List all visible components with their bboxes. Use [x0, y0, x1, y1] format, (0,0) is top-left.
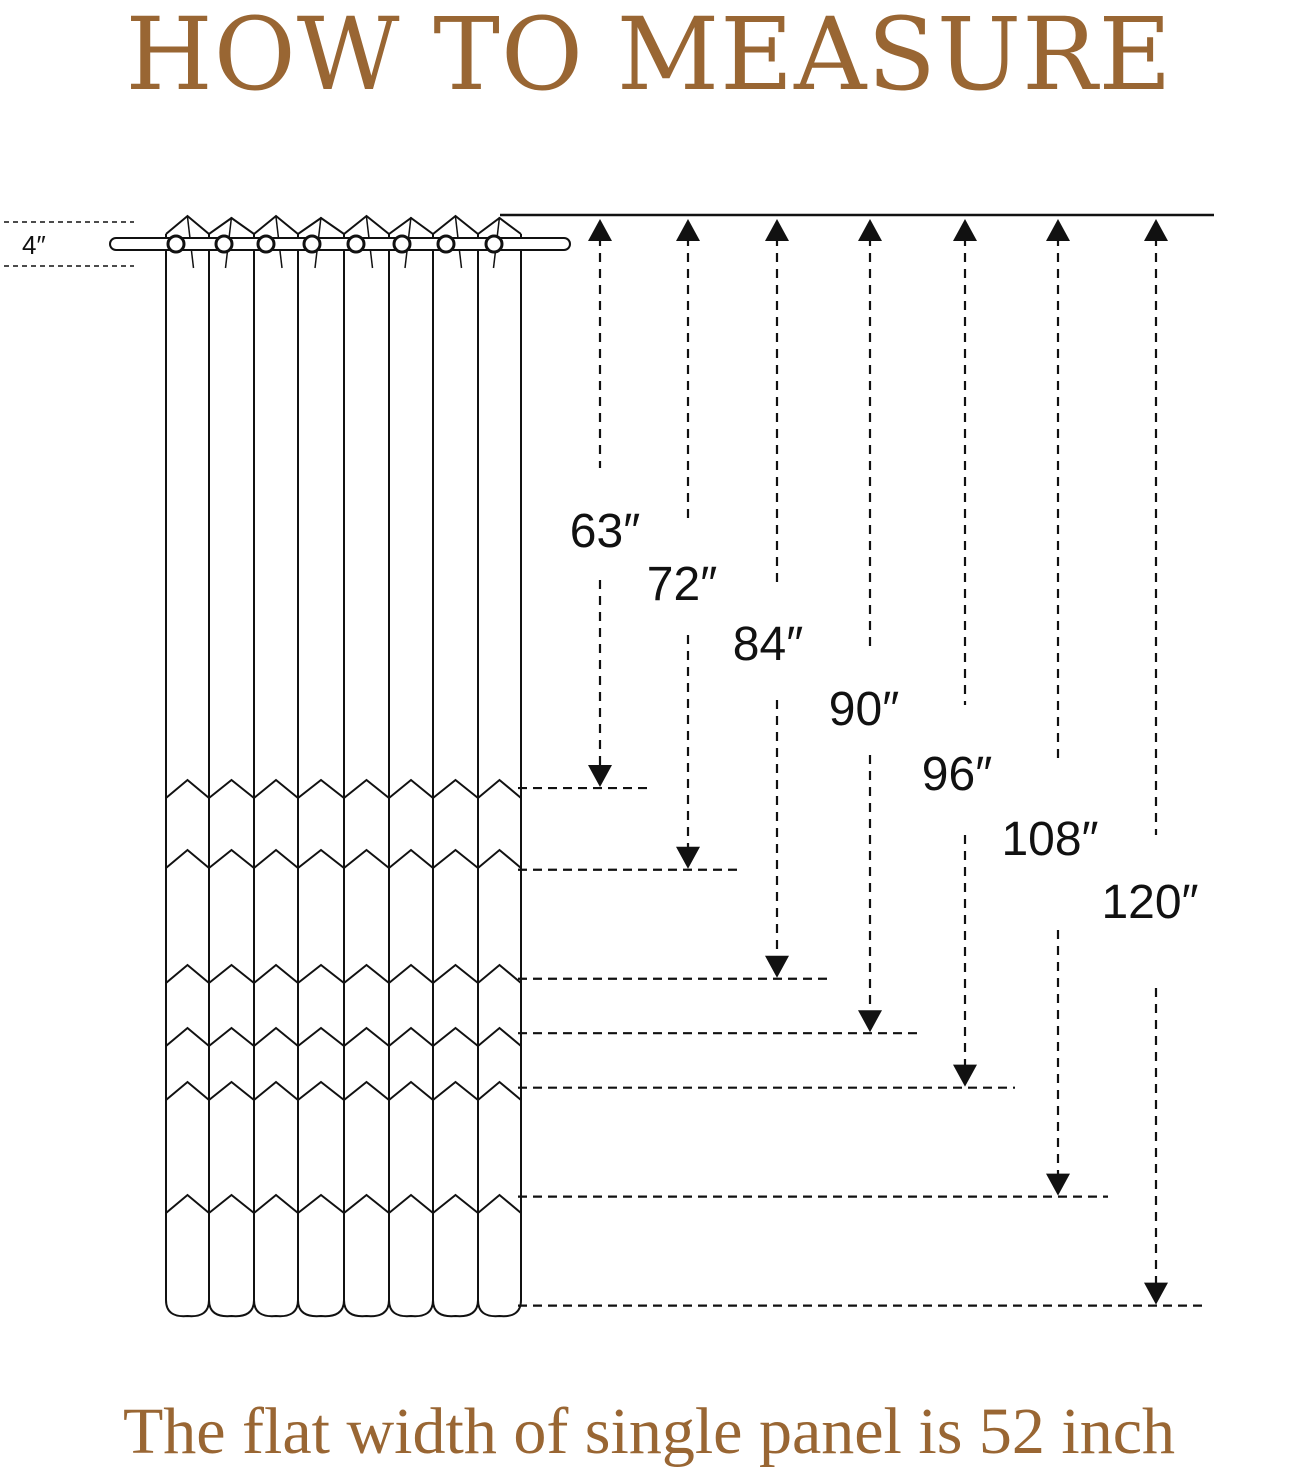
measure-72: 72″: [518, 219, 738, 871]
measure-96: 96″: [518, 219, 1015, 1089]
arrow-up-head: [588, 219, 612, 241]
arrow-down-head: [1046, 1173, 1070, 1196]
length-label: 90″: [829, 683, 899, 736]
arrow-up-head: [953, 219, 977, 241]
grommet: [214, 234, 234, 254]
arrow-down-head: [953, 1064, 977, 1087]
measure-90: 90″: [518, 219, 920, 1035]
arrow-down-head: [1144, 1282, 1168, 1305]
arrow-down-head: [858, 1010, 882, 1033]
hem-line: [165, 778, 522, 800]
arrow-down-head: [588, 765, 612, 788]
hem-line: [165, 1026, 522, 1048]
hem-line: [165, 1080, 522, 1102]
arrow-up-head: [1144, 219, 1168, 241]
hem-line: [165, 848, 522, 870]
length-label: 96″: [922, 748, 992, 801]
length-label: 120″: [1101, 876, 1198, 929]
header-allowance-label: 4″: [22, 230, 46, 260]
grommet: [436, 234, 456, 254]
curtain-panel: [109, 214, 571, 1318]
arrow-up-head: [676, 219, 700, 241]
panel-width-note: The flat width of single panel is 52 inc…: [122, 1395, 1176, 1468]
curtain-header-edge: [165, 214, 522, 236]
grommet: [346, 234, 366, 254]
grommet: [302, 234, 322, 254]
header-allowance-marker: 4″: [4, 221, 134, 267]
grommet: [392, 234, 412, 254]
arrow-up-head: [1046, 219, 1070, 241]
length-label: 108″: [1001, 813, 1098, 866]
curtain-bottom-edge: [165, 1299, 522, 1318]
page-title: HOW TO MEASURE: [125, 0, 1173, 113]
arrow-down-head: [676, 846, 700, 869]
grommet: [484, 234, 504, 254]
arrow-up-head: [765, 219, 789, 241]
measure-120: 120″: [518, 219, 1206, 1307]
length-label: 72″: [647, 558, 717, 611]
arrow-up-head: [858, 219, 882, 241]
grommet: [166, 234, 186, 254]
measure-63: 63″: [518, 219, 650, 790]
measure-84: 84″: [518, 219, 827, 980]
hem-line: [165, 1193, 522, 1215]
arrow-down-head: [765, 955, 789, 978]
hem-line: [165, 963, 522, 985]
length-label: 63″: [570, 505, 640, 558]
grommet: [256, 234, 276, 254]
length-label: 84″: [733, 618, 803, 671]
measure-108: 108″: [518, 219, 1108, 1198]
length-measurements: 63″72″ 84″ 90″ 96″108″120″: [518, 219, 1206, 1307]
